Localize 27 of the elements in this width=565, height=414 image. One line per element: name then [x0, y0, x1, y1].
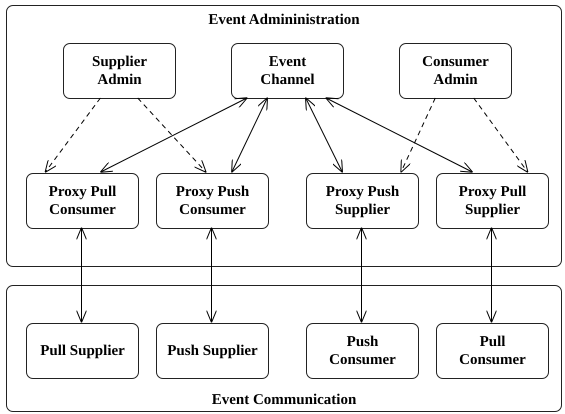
- panel-title: Event Admininistration: [208, 12, 360, 28]
- arrow: [231, 97, 268, 173]
- component-box: Proxy Push Consumer: [156, 173, 269, 229]
- arrow: [473, 98, 528, 173]
- arrow: [100, 97, 248, 173]
- component-box: Event Channel: [231, 43, 344, 99]
- component-box: Proxy Pull Consumer: [26, 173, 139, 229]
- arrow: [44, 98, 101, 173]
- arrow: [206, 227, 217, 323]
- component-box: Supplier Admin: [63, 43, 176, 99]
- arrow: [76, 227, 87, 323]
- arrow: [325, 97, 474, 173]
- component-box: Pull Consumer: [436, 323, 549, 379]
- group-panel: [6, 285, 562, 412]
- component-box: Pull Supplier: [26, 323, 139, 379]
- component-box: Proxy Pull Supplier: [436, 173, 549, 229]
- component-box: Push Consumer: [306, 323, 419, 379]
- arrow: [356, 227, 367, 323]
- panel-title: Event Communication: [212, 392, 356, 408]
- component-box: Consumer Admin: [399, 43, 512, 99]
- arrow: [305, 97, 343, 173]
- component-box: Proxy Push Supplier: [306, 173, 419, 229]
- component-box: Push Supplier: [156, 323, 269, 379]
- arrow: [137, 98, 207, 173]
- group-panel: [6, 5, 562, 267]
- arrow: [400, 98, 436, 173]
- arrow: [486, 227, 497, 323]
